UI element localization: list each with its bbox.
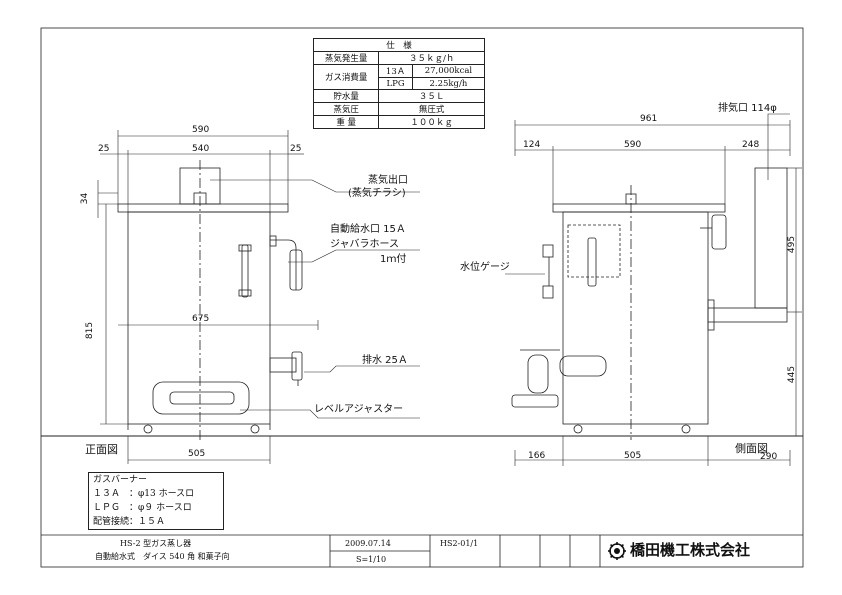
dim-front-base: 505 <box>188 449 206 459</box>
callout-water-supply: 自動給水口 15Ａ <box>330 224 406 235</box>
spec-value: ３５Ｌ <box>378 89 485 104</box>
front-burner <box>169 391 235 405</box>
front-body <box>127 211 271 425</box>
burner-line: ＬＰＧ ：φ９ ホースロ <box>93 503 192 513</box>
spec-sub: 13Ａ <box>378 64 413 78</box>
dim-width-total: 590 <box>192 125 210 135</box>
front-burner-chamber <box>152 381 250 415</box>
front-gauge-top <box>238 244 252 252</box>
dim-pipe-span: 675 <box>192 314 210 324</box>
spec-value: ３５ｋｇ/ｈ <box>378 51 485 65</box>
company-name: 橋田機工株式会社 <box>630 541 751 559</box>
side-gas-pipe-elbow <box>527 354 549 394</box>
side-view-drawing <box>511 167 788 440</box>
dim-side-base: 505 <box>624 451 642 461</box>
title-description: 自動給水式 ダイス 540 角 和菓子向 <box>95 552 230 561</box>
callout-water-gauge: 水位ゲージ <box>460 262 510 273</box>
callout-exhaust: 排気口 114φ <box>718 103 777 114</box>
spec-label: 貯水量 <box>312 89 380 104</box>
spec-title: 仕 様 <box>313 38 485 52</box>
dim-body-height: 815 <box>85 321 96 340</box>
dim-side-right: 248 <box>742 140 760 150</box>
side-flue-pipe <box>707 307 788 323</box>
side-top-lid <box>552 203 726 213</box>
dim-side-total: 961 <box>640 114 658 124</box>
spec-label: 蒸気発生量 <box>312 51 380 65</box>
callout-steam-outlet-note: (蒸気チラシ) <box>348 188 406 199</box>
front-top-lid <box>117 203 289 213</box>
spec-label: 重 量 <box>312 115 380 130</box>
front-view-drawing <box>117 160 303 440</box>
spec-value: 27,000kcal <box>411 64 486 78</box>
title-drawing-no: HS2-01/1 <box>440 539 479 548</box>
leader-lines <box>210 113 790 419</box>
front-water-gauge <box>241 244 249 298</box>
front-view-title: 正面図 <box>85 443 118 456</box>
dim-upper-height: 495 <box>787 235 798 254</box>
front-supply-valve <box>289 249 303 291</box>
burner-title: ガスバーナー <box>93 475 148 485</box>
dim-base-right: 290 <box>760 452 778 462</box>
burner-line: １３Ａ ：φ13 ホースロ <box>93 489 195 499</box>
title-scale: S=1/10 <box>356 555 387 564</box>
dim-base-left: 166 <box>528 451 546 461</box>
callout-steam-outlet: 蒸気出口 <box>368 175 408 186</box>
spec-label: ガス消費量 <box>312 63 380 91</box>
burner-line: 配管接続：１５Ａ <box>93 517 166 527</box>
spec-value: 無圧式 <box>378 102 485 117</box>
title-date: 2009.07.14 <box>345 539 391 548</box>
dim-side-right: 25 <box>290 144 302 154</box>
spec-value: １００ｋｇ <box>378 115 485 130</box>
dimension-lines <box>97 120 802 466</box>
spec-label: 蒸気圧 <box>312 102 380 117</box>
company-logo-icon <box>608 542 626 560</box>
side-body <box>562 211 709 425</box>
front-leg-right <box>250 424 260 434</box>
title-model: HS-2 型ガス蒸し器 <box>120 539 192 548</box>
sheet-border <box>40 27 804 568</box>
front-supply-pipe <box>270 239 297 290</box>
side-view-title: 側面図 <box>735 442 768 455</box>
spec-value: 2.25kg/h <box>411 76 486 91</box>
spec-table: 仕 様 蒸気発生量 ３５ｋｇ/ｈ ガス消費量 13Ａ 27,000kcal LP… <box>312 38 486 130</box>
dim-top-height: 34 <box>80 192 91 205</box>
dim-lower-height: 445 <box>787 365 798 384</box>
front-drain-pipe <box>269 357 297 373</box>
dim-side-mid: 590 <box>624 140 642 150</box>
dim-inner: 540 <box>192 144 210 154</box>
callout-drain: 排水 25Ａ <box>362 355 408 366</box>
burner-spec-box: ガスバーナー １３Ａ ：φ13 ホースロ ＬＰＧ ：φ９ ホースロ 配管接続：１… <box>88 472 224 530</box>
callout-hose-length: 1ｍ付 <box>380 254 407 265</box>
spec-sub: LPG <box>378 76 413 91</box>
side-gauge-window <box>567 224 621 278</box>
front-leg-left <box>143 424 153 434</box>
dim-side-left: 124 <box>523 140 541 150</box>
callout-bellows-hose: ジャバラホース <box>330 239 399 250</box>
front-gauge-bottom <box>238 289 252 297</box>
callout-leveler: レベルアジャスター <box>314 404 404 415</box>
side-chimney <box>754 167 788 309</box>
dim-side-left: 25 <box>98 144 110 154</box>
